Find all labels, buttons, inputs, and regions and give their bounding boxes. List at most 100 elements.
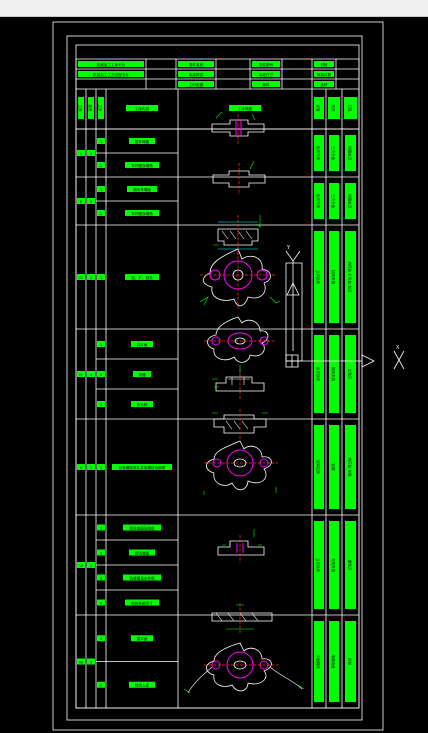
sketch-7-grinding-section: [211, 603, 273, 633]
process-2-step-2-content: 车外圆及倒角: [131, 211, 153, 216]
sketch-1-flange-section: [211, 111, 265, 144]
process-2-step-2-number-fill: [97, 210, 105, 216]
header-content: 工序内容: [135, 106, 150, 111]
process-2-step-1-content: 调头车端面: [133, 187, 151, 192]
header-step-fill: [98, 97, 104, 119]
process-3-number-fill: [77, 274, 85, 280]
process-3-step-1-number: 1: [100, 276, 102, 280]
process-7-tool-fill: [345, 621, 356, 702]
header-fixture: 夹具: [331, 104, 336, 112]
process-5-equipment-fill: [314, 425, 324, 509]
process-7-number-fill: [77, 658, 85, 665]
process-4-step-2-content-fill: [133, 371, 151, 377]
process-1-step-2-number-fill: [97, 162, 105, 168]
process-1-fixture: 三爪卡盘: [331, 146, 336, 161]
process-1-tool-fill: [345, 135, 356, 171]
process-4-tool-fill: [345, 335, 356, 413]
title-cell-row2-4: 毛坯尺寸: [259, 72, 274, 77]
sketch-4-milling-section: [212, 365, 265, 399]
process-4-step-3-content-fill: [131, 401, 153, 407]
process-7-number: VII: [79, 660, 84, 664]
process-6-step-2-content: 精铣端面: [135, 550, 150, 555]
process-1-setup: 1: [90, 152, 92, 156]
process-6-equipment: 立式铣床: [316, 558, 321, 573]
process-4-step-1-content-fill: [131, 341, 153, 347]
cad-drawing-canvas[interactable]: 机械加工工序卡片零件名称零件图号材料机械加工工艺过程卡片毛坯种类毛坯尺寸每批件数…: [0, 17, 428, 733]
process-4-equipment: 卧式铣床: [316, 367, 321, 382]
process-7-setup: 1: [90, 660, 92, 664]
process-6-step-4-number-fill: [97, 599, 105, 606]
process-1-step-1-number: 1: [100, 140, 102, 144]
sketch-4-star-plate: [204, 316, 276, 363]
process-5-number-fill: [77, 464, 85, 470]
header-equipment: 设备: [316, 104, 321, 112]
title-cell-row1-4-fill: [252, 61, 280, 67]
process-7-tool: 砂轮: [348, 658, 353, 666]
process-5-fixture: 钻模: [331, 463, 336, 471]
process-4-number: IV: [79, 373, 83, 377]
sketch-5-star-plate: [203, 440, 278, 495]
process-7-fixture: 电磁吸盘: [331, 654, 336, 669]
process-1-step-2-content-fill: [125, 162, 159, 168]
title-cell-row2-6: 每批件数: [317, 72, 332, 77]
process-6-fixture-fill: [329, 521, 339, 609]
process-3-fixture-fill: [329, 231, 339, 323]
process-2-step-1-content-fill: [127, 186, 157, 192]
process-7-step-2-number: 2: [100, 684, 102, 688]
process-7-fixture-fill: [329, 621, 339, 702]
process-7-step-1-number: 1: [100, 637, 102, 641]
process-1-number-fill: [77, 150, 85, 156]
sketch-6-keyway-section: [217, 529, 265, 563]
title-cell-row1-6: 材料: [320, 62, 328, 67]
process-6-step-1-number: 1: [100, 526, 102, 530]
title-cell-row2-2: 毛坯种类: [189, 72, 204, 77]
process-2-equipment-fill: [314, 183, 324, 219]
process-6-step-1-content: 粗铣端面及倒角: [129, 525, 155, 530]
header-fixture-fill: [328, 97, 340, 119]
process-4-step-1-number-fill: [97, 341, 105, 347]
process-5-tool: 麻花钻 丝锥: [348, 457, 353, 477]
title-cell-row1-2: 零件名称: [189, 62, 204, 67]
process-2-tool-fill: [345, 183, 356, 219]
process-4-number-fill: [77, 371, 85, 377]
title-cell-row3-2-fill: [178, 81, 214, 87]
process-6-tool-fill: [345, 521, 356, 609]
process-7-step-1-content-fill: [131, 635, 153, 642]
process-3-setup-fill: [87, 274, 95, 280]
process-card-drawing: 机械加工工序卡片零件名称零件图号材料机械加工工艺过程卡片毛坯种类毛坯尺寸每批件数…: [52, 21, 405, 731]
process-2-setup: 1: [90, 200, 92, 204]
viewer-title-bar: [0, 0, 428, 17]
title-cell-row3-6: 准终: [320, 82, 328, 87]
title-cell-row3-2: 工时定额: [189, 82, 204, 87]
process-2-fixture-fill: [329, 183, 339, 219]
title-cell-row1-4: 零件图号: [259, 62, 274, 67]
process-5-step-1-number-fill: [97, 464, 105, 470]
process-5-setup: 1: [90, 466, 92, 470]
process-6-equipment-fill: [314, 521, 324, 609]
process-4-fixture: 铣床夹具: [331, 367, 336, 382]
process-2-step-1-number-fill: [97, 186, 105, 192]
process-1-step-1-content: 粗车端面: [135, 139, 150, 144]
process-6-setup: 1: [90, 564, 92, 568]
process-6-step-4-number: 4: [100, 601, 103, 605]
title-block: 机械加工工序卡片零件名称零件图号材料机械加工工艺过程卡片毛坯种类毛坯尺寸每批件数…: [75, 58, 360, 90]
process-1-setup-fill: [87, 150, 95, 156]
process-3-tool: 麻花钻 扩孔钻 铰刀: [348, 261, 353, 292]
title-cell-row2-6-fill: [314, 71, 334, 77]
process-4-step-3-number-fill: [97, 401, 105, 407]
process-5-setup-fill: [87, 464, 95, 470]
process-7-step-2-content: 终检入库: [135, 683, 150, 688]
process-2-equipment: 卧式车床: [316, 194, 321, 209]
process-6-step-3-content: 铣键槽及去毛刺: [129, 575, 155, 580]
table-header: 工序装夹工步工序内容工序简图设备夹具刀具: [75, 89, 360, 708]
process-4-step-1-content: 铣平面: [137, 342, 148, 347]
process-2-step-2-number: 2: [100, 212, 102, 216]
process-6-step-4-content-fill: [125, 599, 159, 606]
process-6-number: VI: [79, 564, 83, 568]
header-step: 工步: [98, 104, 103, 112]
inner-frame: [66, 35, 363, 721]
process-6-step-1-content-fill: [123, 524, 161, 531]
process-6-setup-fill: [87, 562, 95, 568]
header-tool: 刀具: [348, 104, 353, 112]
process-4-setup-fill: [87, 371, 95, 377]
